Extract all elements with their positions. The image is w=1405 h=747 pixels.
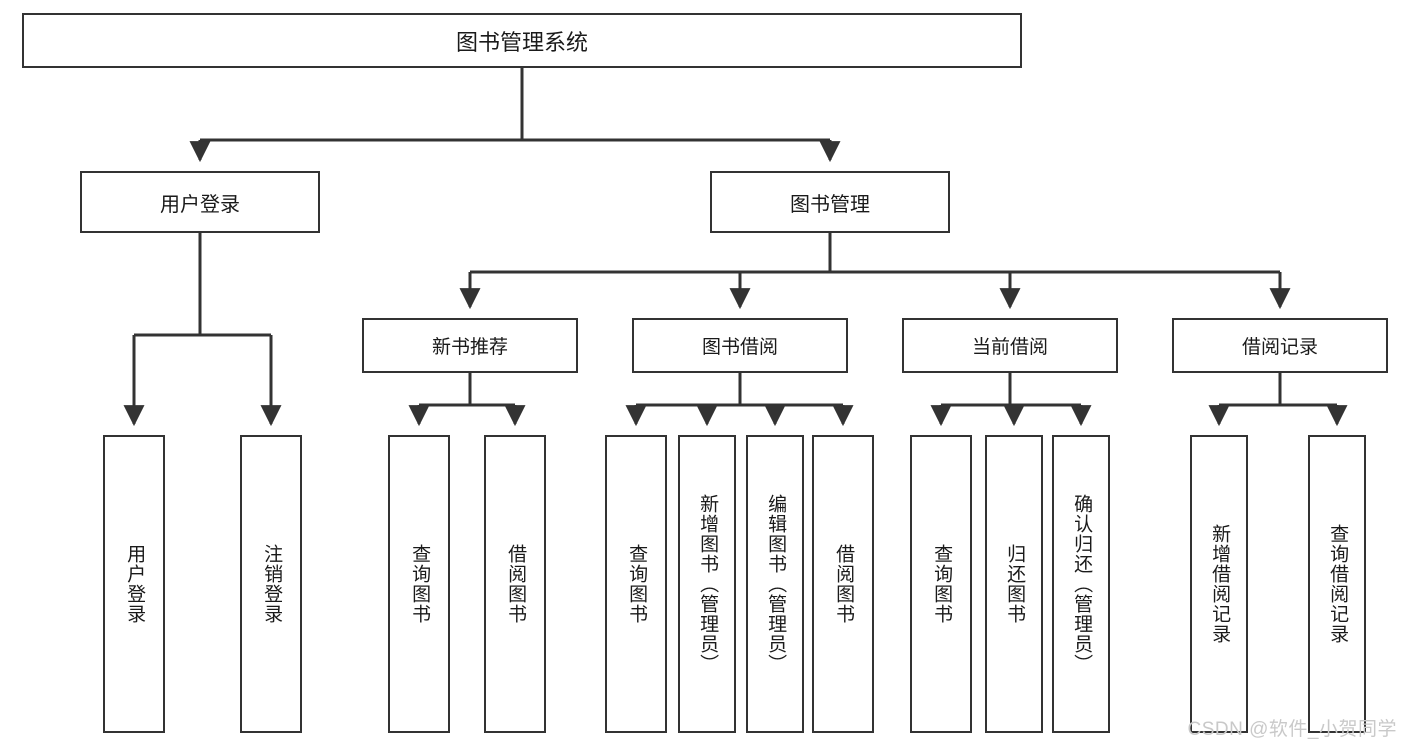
leaf-add-borrow-record-label: 新增借阅记录 — [1209, 524, 1231, 644]
leaf-query-books-borrow-label: 查询图书 — [626, 544, 648, 624]
leaf-query-books-recommend[interactable]: 查询图书 — [388, 435, 450, 733]
leaf-add-borrow-record-inner: 新增借阅记录 — [1192, 437, 1246, 731]
node-book-borrow[interactable]: 图书借阅 — [632, 318, 848, 373]
leaf-query-borrow-record[interactable]: 查询借阅记录 — [1308, 435, 1366, 733]
leaf-add-borrow-record[interactable]: 新增借阅记录 — [1190, 435, 1248, 733]
leaf-query-books-recommend-inner: 查询图书 — [390, 437, 448, 731]
leaf-borrow-books-borrow[interactable]: 借阅图书 — [812, 435, 874, 733]
leaf-query-books-recommend-label: 查询图书 — [409, 544, 431, 624]
leaf-user-login[interactable]: 用户登录 — [103, 435, 165, 733]
leaf-logout-inner: 注销登录 — [242, 437, 300, 731]
node-book-management[interactable]: 图书管理 — [710, 171, 950, 233]
leaf-query-borrow-record-label: 查询借阅记录 — [1327, 524, 1349, 644]
leaf-borrow-books-recommend-inner: 借阅图书 — [486, 437, 544, 731]
leaf-return-books[interactable]: 归还图书 — [985, 435, 1043, 733]
node-user-login-label: 用户登录 — [160, 193, 240, 216]
node-borrow-records-label: 借阅记录 — [1241, 337, 1318, 358]
leaf-confirm-return-admin-label: 确认归还（管理员） — [1071, 494, 1093, 674]
leaf-borrow-books-recommend-label: 借阅图书 — [505, 544, 527, 624]
node-book-management-label: 图书管理 — [790, 193, 870, 216]
leaf-edit-book-admin[interactable]: 编辑图书（管理员） — [746, 435, 804, 733]
leaf-return-books-label: 归还图书 — [1004, 544, 1026, 624]
leaf-borrow-books-recommend[interactable]: 借阅图书 — [484, 435, 546, 733]
leaf-query-books-current-inner: 查询图书 — [912, 437, 970, 731]
node-user-login[interactable]: 用户登录 — [80, 171, 320, 233]
leaf-logout[interactable]: 注销登录 — [240, 435, 302, 733]
leaf-user-login-inner: 用户登录 — [105, 437, 163, 731]
leaf-borrow-books-borrow-inner: 借阅图书 — [814, 437, 872, 731]
node-new-book-recommend-label: 新书推荐 — [431, 337, 508, 358]
node-borrow-records[interactable]: 借阅记录 — [1172, 318, 1388, 373]
leaf-logout-label: 注销登录 — [261, 544, 283, 624]
leaf-return-books-inner: 归还图书 — [987, 437, 1041, 731]
node-book-borrow-label: 图书借阅 — [701, 337, 778, 358]
node-current-borrow[interactable]: 当前借阅 — [902, 318, 1118, 373]
leaf-add-book-admin-inner: 新增图书（管理员） — [680, 437, 734, 731]
leaf-query-books-borrow[interactable]: 查询图书 — [605, 435, 667, 733]
leaf-user-login-label: 用户登录 — [124, 544, 146, 624]
leaf-query-books-borrow-inner: 查询图书 — [607, 437, 665, 731]
leaf-edit-book-admin-label: 编辑图书（管理员） — [765, 494, 787, 674]
leaf-query-books-current[interactable]: 查询图书 — [910, 435, 972, 733]
leaf-add-book-admin-label: 新增图书（管理员） — [697, 494, 719, 674]
leaf-edit-book-admin-inner: 编辑图书（管理员） — [748, 437, 802, 731]
leaf-confirm-return-admin-inner: 确认归还（管理员） — [1054, 437, 1108, 731]
leaf-add-book-admin[interactable]: 新增图书（管理员） — [678, 435, 736, 733]
leaf-confirm-return-admin[interactable]: 确认归还（管理员） — [1052, 435, 1110, 733]
csdn-watermark: CSDN @软件_小贺同学 — [1187, 719, 1397, 740]
node-root-label: 图书管理系统 — [455, 29, 588, 55]
node-new-book-recommend[interactable]: 新书推荐 — [362, 318, 578, 373]
node-current-borrow-label: 当前借阅 — [971, 337, 1048, 358]
node-root-system[interactable]: 图书管理系统 — [22, 13, 1022, 68]
leaf-query-books-current-label: 查询图书 — [931, 544, 953, 624]
leaf-borrow-books-borrow-label: 借阅图书 — [833, 544, 855, 624]
leaf-query-borrow-record-inner: 查询借阅记录 — [1310, 437, 1364, 731]
